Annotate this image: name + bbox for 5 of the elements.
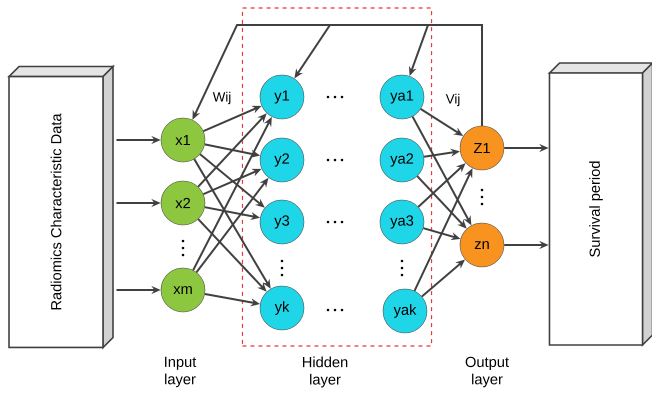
weight-label: Vij: [446, 94, 460, 106]
layer-caption: Input layer: [165, 356, 196, 388]
node-label: Hidden layer: [302, 356, 348, 388]
layer-caption: Output layer: [466, 356, 509, 388]
weight-label: Wij: [212, 92, 230, 104]
